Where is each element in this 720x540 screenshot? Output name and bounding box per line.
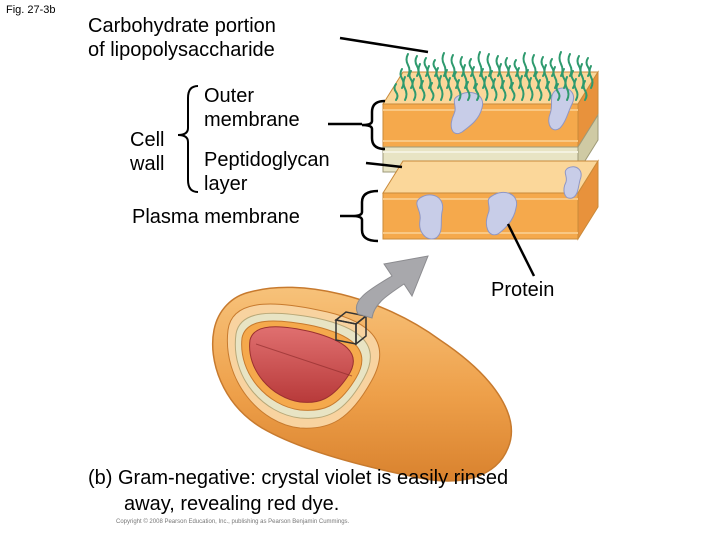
carbohydrate-chain <box>522 52 528 77</box>
carbohydrate-chain <box>477 51 483 77</box>
carbohydrate-chain <box>486 53 492 77</box>
carbohydrate-label-line2: of lipopolysaccharide <box>88 39 275 61</box>
cell-wall-label-line2: wall <box>130 153 165 175</box>
cell-wall-label-line1: Cell <box>130 129 165 151</box>
bacterium-cell <box>211 255 512 482</box>
carbohydrate-chain <box>468 58 474 77</box>
plasma-membrane-bracket <box>351 189 379 243</box>
carbohydrate-leader <box>339 36 429 54</box>
carbohydrate-chain <box>576 55 582 77</box>
outer-membrane-label: Outer membrane <box>204 84 300 132</box>
caption-line2: away, revealing red dye. <box>124 493 340 515</box>
outer-membrane-label-line2: membrane <box>204 109 300 131</box>
outer-membrane-layer <box>382 70 599 149</box>
carbohydrate-chains <box>393 51 594 101</box>
carbohydrate-chain <box>585 57 591 77</box>
carbohydrate-chain <box>558 51 564 77</box>
caption-line1: (b) Gram-negative: crystal violet is eas… <box>88 467 509 489</box>
figure-caption: (b) Gram-negative: crystal violet is eas… <box>88 465 508 517</box>
cell-wall-bracket <box>177 85 199 193</box>
carbohydrate-chain <box>531 54 537 77</box>
protein-label: Protein <box>491 279 555 301</box>
peptidoglycan-label: Peptidoglycan layer <box>204 148 330 196</box>
carbohydrate-chain <box>441 52 447 77</box>
outer-membrane-bracket <box>361 99 386 151</box>
carbohydrate-chain <box>405 53 411 77</box>
protein-leader <box>506 223 536 277</box>
membrane-block <box>382 51 599 241</box>
carbohydrate-label: Carbohydrate portion of lipopolysacchari… <box>88 14 276 62</box>
carbohydrate-chain <box>450 54 456 77</box>
peptidoglycan-label-line2: layer <box>204 173 248 195</box>
carbohydrate-chain <box>399 68 405 89</box>
cell-wall-label: Cell wall <box>130 128 164 176</box>
leader-lines <box>177 36 536 277</box>
peptidoglycan-label-line1: Peptidoglycan <box>204 149 330 171</box>
carbohydrate-chain <box>513 59 519 77</box>
carbohydrate-chain <box>459 56 465 77</box>
carbohydrate-label-line1: Carbohydrate portion <box>88 15 276 37</box>
plasma-membrane-label: Plasma membrane <box>132 206 300 228</box>
outer-membrane-label-line1: Outer <box>204 85 255 107</box>
peptidoglycan-leader <box>365 161 403 169</box>
carbohydrate-chain <box>495 55 501 77</box>
plasma-membrane-layer <box>382 159 599 241</box>
carbohydrate-chain <box>540 56 546 77</box>
carbohydrate-chain <box>549 58 555 77</box>
copyright-notice: Copyright © 2008 Pearson Education, Inc.… <box>116 519 350 525</box>
carbohydrate-chain <box>567 53 573 77</box>
carbohydrate-chain <box>423 57 429 77</box>
carbohydrate-chain <box>393 83 399 101</box>
carbohydrate-chain <box>432 59 438 77</box>
carbohydrate-chain <box>414 55 420 77</box>
zoom-arrow <box>355 255 429 319</box>
carbohydrate-chain <box>504 57 510 77</box>
figure-label: Fig. 27-3b <box>6 4 56 16</box>
